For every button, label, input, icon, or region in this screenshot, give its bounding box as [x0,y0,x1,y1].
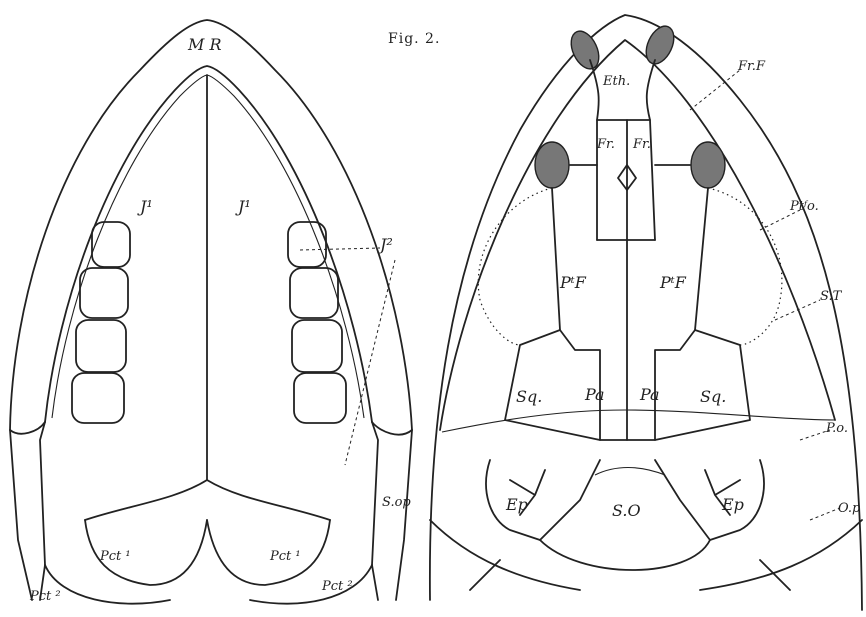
label-pct2-right: Pct ² [321,579,353,594]
label-fr-right: Fr. [632,137,651,152]
label-so: S.O [612,501,641,520]
lateral-gular-plates-right [288,222,346,423]
label-ep-right: Ep [721,495,744,514]
orbit-right [691,142,725,188]
head-outline [430,15,862,610]
label-j2: J² [377,235,393,254]
orbit-left [535,142,569,188]
label-pct2-left: Pct ² [29,589,61,604]
label-pa-right: Pa [639,385,660,404]
dorsal-view: Eth. Fr.F Fr. Fr. Ptᶠo. PᵗF PᵗF S.T Sq. … [430,15,862,610]
label-op: O.p [838,501,861,516]
nostril-right [641,22,680,68]
label-j1-right: J¹ [235,197,251,216]
lateral-gular-plates-left [72,222,130,423]
label-ptf-right: PᵗF [659,273,687,292]
label-sop: S.op [382,495,411,510]
mandible-outer-outline [10,20,412,430]
label-pct1-right: Pct ¹ [269,549,301,564]
label-ep-left: Ep [505,495,528,514]
label-pct1-left: Pct ¹ [99,549,131,564]
label-st: S.T [820,289,843,304]
pectoral-plate-right [207,520,330,585]
label-j1-left: J¹ [137,197,153,216]
figure-caption: Fig. 2. [388,31,440,47]
label-pto: Ptᶠo. [789,199,819,214]
ventral-view: M R J¹ J¹ J² Pct ¹ Pct ¹ Pct ² Pct ² S.o… [10,20,412,604]
label-frf: Fr.F [737,59,766,74]
label-ptf-left: PᵗF [559,273,587,292]
mandible-inner-outline [45,66,372,422]
label-eth: Eth. [602,74,630,89]
label-mr: M R [187,35,222,54]
label-fr-left: Fr. [596,137,615,152]
label-sq-right: Sq. [700,387,726,406]
label-pa-left: Pa [584,385,605,404]
label-po: P.o. [825,421,848,436]
label-sq-left: Sq. [516,387,542,406]
